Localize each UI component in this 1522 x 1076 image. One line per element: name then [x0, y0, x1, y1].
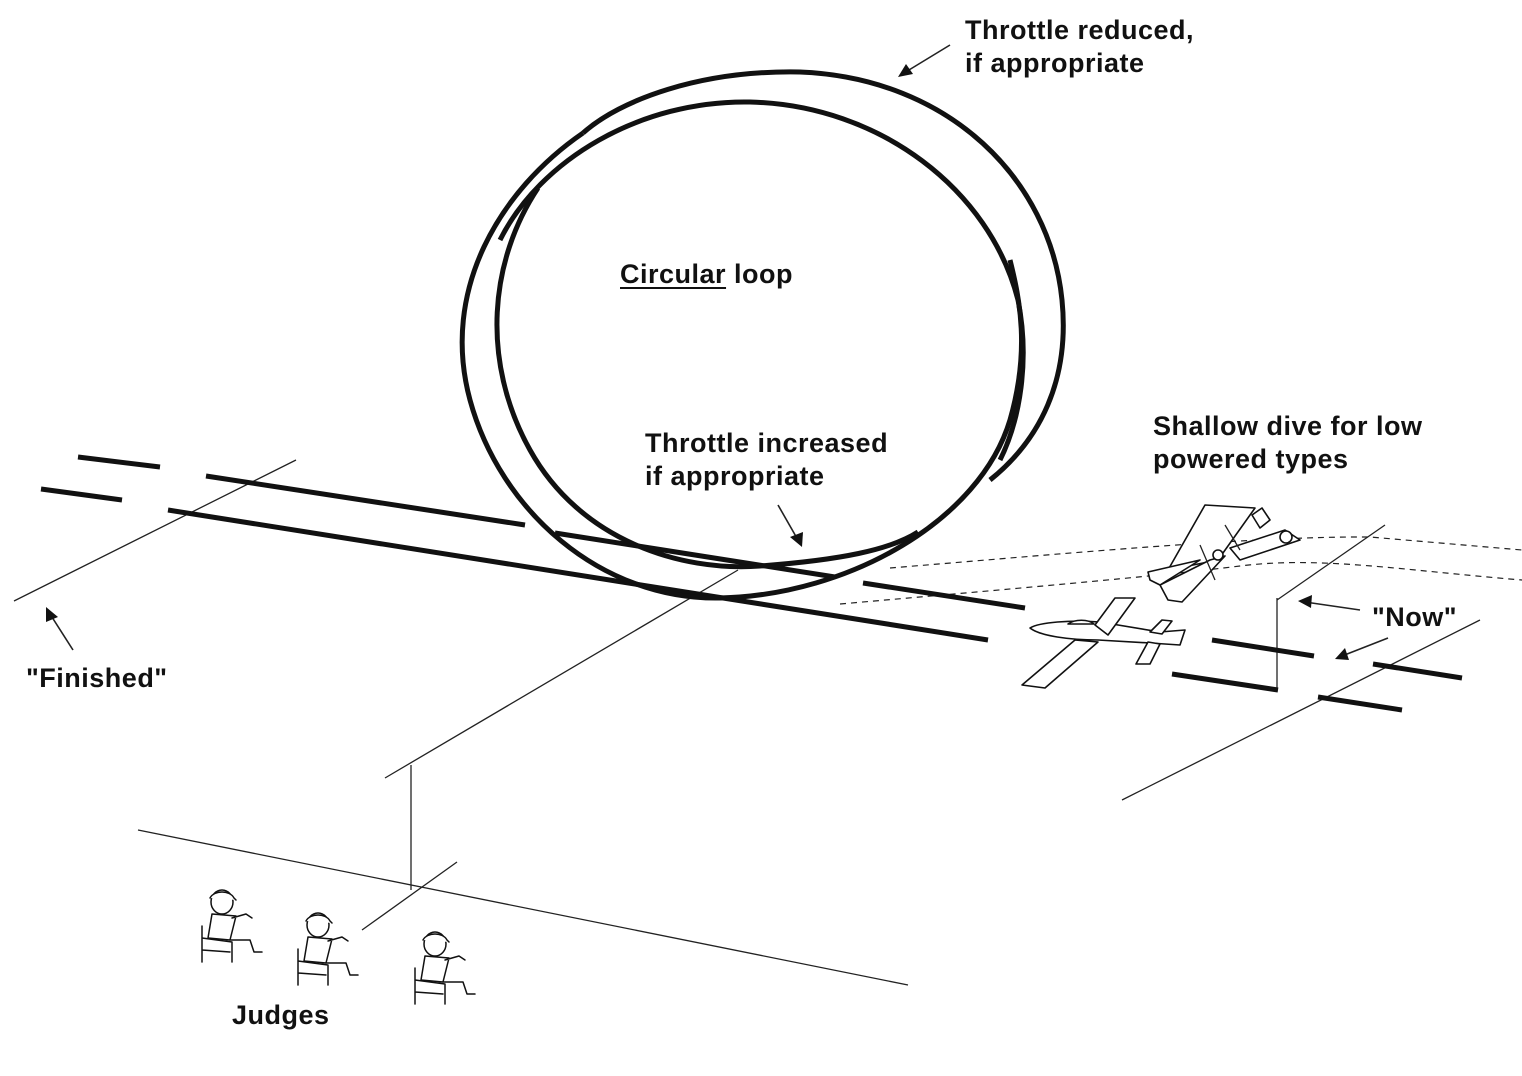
- loop-outer-trace-lower: [459, 130, 1024, 601]
- arrow-throttle-increased: [777, 504, 803, 547]
- arrow-now-lower: [1335, 637, 1389, 660]
- throttle-increased-label: Throttle increased if appropriate: [645, 427, 888, 493]
- judges-sight-line: [361, 861, 458, 931]
- shallow-dive-guides: [839, 536, 1522, 605]
- arrow-finished: [46, 607, 74, 651]
- judge-figure-3: [414, 931, 476, 1005]
- flight-track-upper: [77, 454, 1463, 681]
- center-reference-line: [384, 569, 739, 779]
- annotation-arrows: [46, 44, 1389, 660]
- circular-word: Circular: [620, 259, 727, 289]
- dive-guide-lower: [839, 561, 1522, 605]
- judge-figure-2: [297, 912, 359, 986]
- arrow-now-upper: [1298, 595, 1361, 611]
- throttle-reduced-line1: Throttle reduced,: [965, 15, 1195, 45]
- circular-loop: [459, 69, 1066, 601]
- throttle-reduced-label: Throttle reduced, if appropriate: [965, 14, 1194, 80]
- biplane-icon: [1147, 504, 1301, 603]
- judges-baseline: [137, 829, 909, 986]
- shallow-dive-label: Shallow dive for low powered types: [1153, 410, 1423, 476]
- throttle-reduced-line2: if appropriate: [965, 48, 1145, 78]
- flight-track-lower: [40, 486, 1403, 713]
- arrow-throttle-reduced: [898, 44, 951, 77]
- loop-inner-trace-top: [497, 99, 1026, 462]
- throttle-increased-line1: Throttle increased: [645, 428, 889, 458]
- monoplane-icon: [1021, 597, 1186, 689]
- right-reference-line: [1121, 619, 1481, 801]
- shallow-dive-line1: Shallow dive for low: [1153, 411, 1423, 441]
- judge-figure-1: [201, 889, 263, 963]
- shallow-dive-line2: powered types: [1153, 444, 1349, 474]
- loop-inner-trace: [494, 186, 920, 570]
- now-label: "Now": [1372, 602, 1458, 632]
- circular-loop-label: Circular loop: [620, 258, 793, 291]
- dive-guide-upper: [889, 536, 1522, 569]
- finished-label: "Finished": [26, 663, 168, 693]
- loop-word: loop: [726, 259, 794, 289]
- loop-outer-trace: [581, 69, 1066, 482]
- throttle-increased-line2: if appropriate: [645, 461, 825, 491]
- judges-label: Judges: [232, 1000, 330, 1030]
